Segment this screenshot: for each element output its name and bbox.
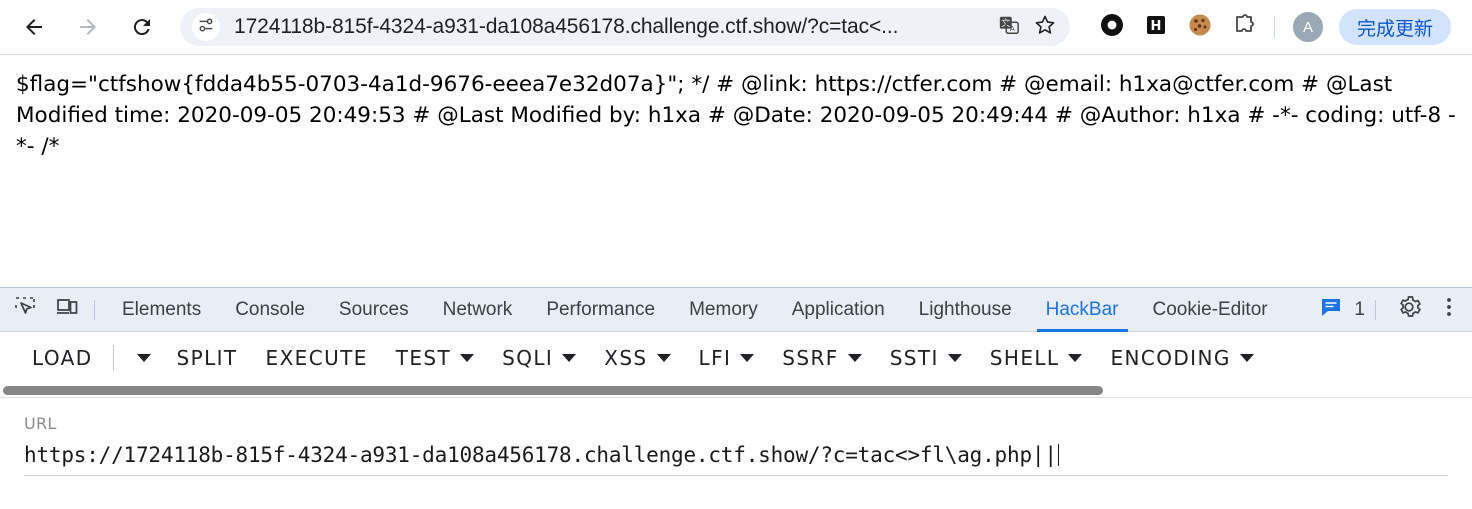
url-input[interactable]: https://1724118b-815f-4324-a931-da108a45… <box>24 443 1448 476</box>
hackbar-lfi-label: LFI <box>698 346 732 370</box>
hackbar-xss-button[interactable]: XSS <box>590 338 684 378</box>
tab-console[interactable]: Console <box>235 298 305 320</box>
avatar[interactable]: A <box>1293 12 1323 42</box>
browser-toolbar: 1724118b-815f-4324-a931-da108a456178.cha… <box>0 0 1472 55</box>
chevron-down-icon <box>1239 354 1254 362</box>
address-bar-text[interactable]: 1724118b-815f-4324-a931-da108a456178.cha… <box>234 15 899 38</box>
hackbar-load-divider <box>112 345 114 371</box>
update-button[interactable]: 完成更新 <box>1339 9 1452 45</box>
url-input-value[interactable]: https://1724118b-815f-4324-a931-da108a45… <box>24 443 1057 467</box>
hackbar-ssti-button[interactable]: SSTI <box>876 338 976 378</box>
toolbar-divider <box>1274 16 1275 38</box>
reload-icon <box>130 15 154 39</box>
hackbar-sqli-button[interactable]: SQLI <box>488 338 590 378</box>
hackbar-ssrf-button[interactable]: SSRF <box>768 338 875 378</box>
chevron-down-icon <box>947 354 962 362</box>
site-settings-icon <box>197 16 215 39</box>
tab-elements[interactable]: Elements <box>122 298 202 320</box>
console-messages-button[interactable] <box>1314 293 1348 327</box>
translate-button[interactable]: 文 A <box>994 12 1024 42</box>
cookie-editor-extension-button[interactable] <box>1178 7 1222 47</box>
chevron-down-icon <box>847 354 862 362</box>
device-toolbar-button[interactable] <box>50 293 84 327</box>
forward-button[interactable] <box>68 7 108 47</box>
hackbar-panel: LOAD SPLIT EXECUTE TEST SQLI XSS LFI <box>0 332 1472 509</box>
hackbar-test-label: TEST <box>395 346 452 370</box>
hackbar-h-icon: H <box>1144 13 1168 42</box>
inspect-element-icon <box>14 296 36 323</box>
hackbar-ssrf-label: SSRF <box>782 346 839 370</box>
arrow-right-icon <box>76 15 100 39</box>
tab-application[interactable]: Application <box>791 298 885 320</box>
hackbar-lfi-button[interactable]: LFI <box>685 338 769 378</box>
tab-hackbar[interactable]: HackBar <box>1029 288 1136 332</box>
tab-lighthouse[interactable]: Lighthouse <box>918 298 1012 320</box>
device-toolbar-icon <box>56 296 78 323</box>
hackbar-execute-button[interactable]: EXECUTE <box>265 346 368 370</box>
chevron-down-icon <box>460 354 475 362</box>
site-information-button[interactable] <box>192 13 220 41</box>
inspect-element-button[interactable] <box>8 293 42 327</box>
devtools-toolbar-right: 1 <box>1308 293 1472 327</box>
hackbar-shell-label: SHELL <box>989 346 1060 370</box>
url-field-label: URL <box>24 414 57 433</box>
tab-sources[interactable]: Sources <box>338 298 409 320</box>
hackbar-split-button[interactable]: SPLIT <box>176 346 238 370</box>
arrow-left-icon <box>22 15 46 39</box>
hackbar-test-button[interactable]: TEST <box>382 338 488 378</box>
translate-icon: 文 A <box>998 14 1020 41</box>
chevron-down-icon <box>656 354 671 362</box>
console-message-count: 1 <box>1354 298 1365 320</box>
hackbar-xss-label: XSS <box>604 346 648 370</box>
hackbar-ssti-label: SSTI <box>889 346 939 370</box>
hackbar-load-button[interactable]: LOAD <box>32 346 93 370</box>
back-button[interactable] <box>14 7 54 47</box>
devtools-settings-button[interactable] <box>1392 293 1426 327</box>
more-vertical-icon <box>1439 296 1459 323</box>
puzzle-icon <box>1231 12 1257 43</box>
hackbar-load-dropdown-button[interactable] <box>116 338 163 378</box>
devtools-panel: Elements Console Sources Network Perform… <box>0 287 1472 509</box>
hackbar-url-section: URL https://1724118b-815f-4324-a931-da10… <box>0 397 1472 476</box>
hackbar-sqli-label: SQLI <box>502 346 554 370</box>
reload-button[interactable] <box>122 7 162 47</box>
hackbar-shell-button[interactable]: SHELL <box>976 338 1097 378</box>
chevron-down-icon <box>740 354 755 362</box>
ring-icon <box>1099 12 1125 43</box>
wappalyzer-extension-button[interactable] <box>1090 7 1134 47</box>
chevron-down-icon <box>1068 354 1083 362</box>
text-cursor <box>1057 444 1060 466</box>
chevron-down-icon <box>562 354 577 362</box>
devtools-tab-bar: Elements Console Sources Network Perform… <box>0 288 1472 332</box>
address-bar[interactable]: 1724118b-815f-4324-a931-da108a456178.cha… <box>180 8 1070 46</box>
page-body-text: $flag="ctfshow{fdda4b55-0703-4a1d-9676-e… <box>16 72 1456 159</box>
devtools-separator <box>94 299 95 320</box>
hackbar-encoding-button[interactable]: ENCODING <box>1096 338 1267 378</box>
tab-memory[interactable]: Memory <box>689 298 758 320</box>
scrollbar-thumb[interactable] <box>3 386 1103 395</box>
hackbar-encoding-label: ENCODING <box>1110 346 1231 370</box>
extensions-menu-button[interactable] <box>1222 7 1266 47</box>
svg-text:A: A <box>1010 23 1015 32</box>
chevron-down-icon <box>136 354 151 362</box>
tab-network[interactable]: Network <box>442 298 513 320</box>
page-content-area: $flag="ctfshow{fdda4b55-0703-4a1d-9676-e… <box>0 55 1472 287</box>
extension-icons: H <box>1090 7 1266 47</box>
bookmark-button[interactable] <box>1030 12 1060 42</box>
devtools-more-button[interactable] <box>1432 293 1466 327</box>
tab-performance[interactable]: Performance <box>546 298 656 320</box>
hackbar-toolbar: LOAD SPLIT EXECUTE TEST SQLI XSS LFI <box>0 332 1472 384</box>
tab-cookie-editor[interactable]: Cookie-Editor <box>1152 298 1268 320</box>
star-icon <box>1033 13 1057 42</box>
cookie-icon <box>1187 12 1213 43</box>
hackbar-extension-button[interactable]: H <box>1134 7 1178 47</box>
gear-icon <box>1397 295 1421 324</box>
console-message-icon <box>1320 296 1342 323</box>
hackbar-horizontal-scrollbar[interactable] <box>0 384 1472 397</box>
svg-text:H: H <box>1151 19 1162 34</box>
devtools-separator-right <box>1375 299 1376 320</box>
